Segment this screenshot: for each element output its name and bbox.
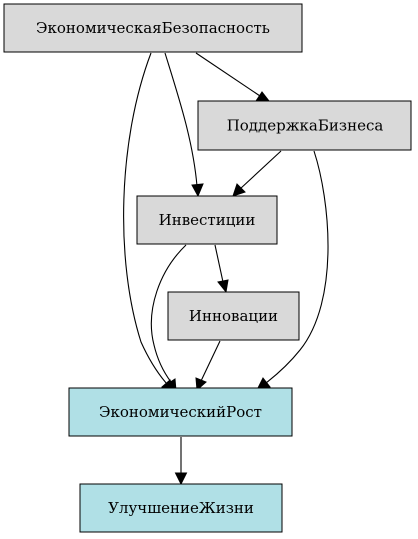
node-life-improvement-label: УлучшениеЖизни [108,499,254,517]
node-economic-security: ЭкономическаяБезопасность [3,3,303,53]
node-investments: Инвестиции [136,195,278,245]
edge-business-support-to-investments [232,150,282,197]
edge-innovations-to-economic-growth [195,340,221,392]
node-life-improvement: УлучшениеЖизни [79,483,283,533]
node-economic-growth-label: ЭкономическийРост [99,403,262,421]
edges [123,52,329,486]
edge-business-support-to-economic-growth [256,150,329,391]
node-economic-growth: ЭкономическийРост [68,387,293,437]
node-business-support: ПоддержкаБизнеса [197,100,412,151]
edge-economic-security-to-investments [164,52,204,198]
edge-economic-security-to-business-support [195,52,271,102]
node-investments-label: Инвестиции [159,211,256,229]
node-business-support-label: ПоддержкаБизнеса [227,117,384,135]
node-economic-growth-box [68,387,293,437]
node-life-improvement-box [79,483,283,533]
node-innovations: Инновации [167,291,300,341]
edge-economic-growth-to-life-improvement [174,437,188,486]
node-economic-security-box [3,3,303,53]
node-innovations-label: Инновации [189,307,278,325]
node-economic-security-label: ЭкономическаяБезопасность [36,19,270,37]
node-business-support-box [197,100,412,151]
node-innovations-box [167,291,300,341]
node-investments-box [136,195,278,245]
edge-investments-to-innovations [214,244,229,294]
